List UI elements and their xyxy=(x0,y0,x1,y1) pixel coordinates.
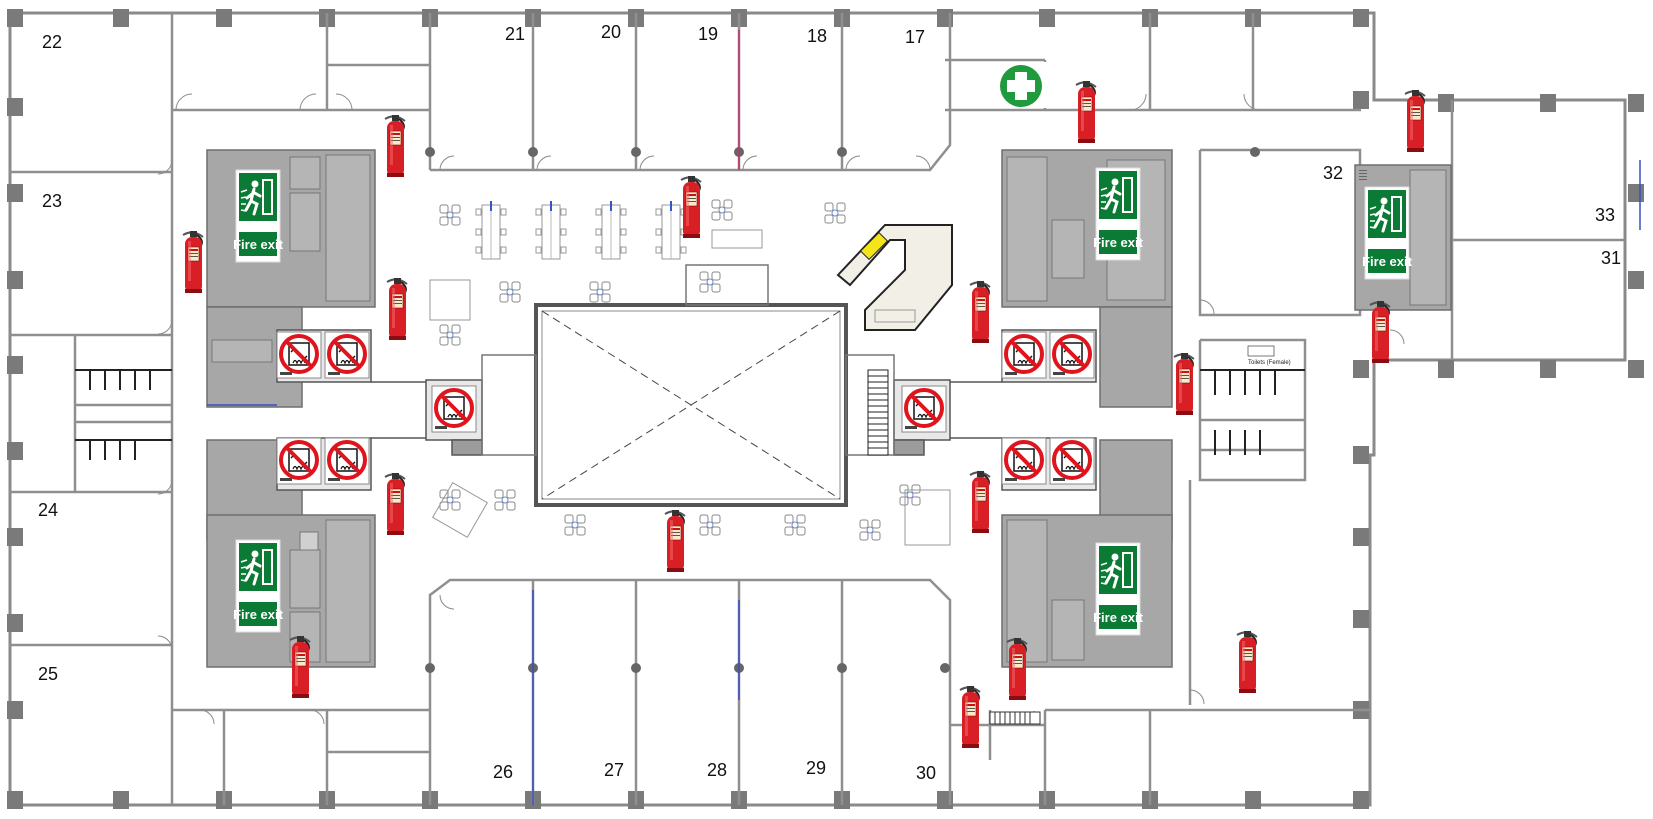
no-lift-in-fire-icon xyxy=(430,384,478,434)
no-lift-in-fire-icon xyxy=(1048,436,1096,486)
fire-extinguisher-icon xyxy=(969,470,991,534)
room-number-21: 21 xyxy=(505,24,525,44)
room-partitions xyxy=(10,13,1625,805)
no-lift-in-fire-icon xyxy=(275,330,323,380)
room-number-17: 17 xyxy=(905,27,925,47)
no-lift-in-fire-icon xyxy=(275,436,323,486)
room-number-25: 25 xyxy=(38,664,58,684)
fire-exit-label: Fire exit xyxy=(1362,254,1413,269)
no-lift-in-fire-icon xyxy=(900,384,948,434)
fire-extinguisher-icon xyxy=(959,685,981,749)
room-number-32: 32 xyxy=(1323,163,1343,183)
fire-exit-sign-top-right: Fire exit xyxy=(1093,166,1144,262)
right-toilets xyxy=(1200,345,1305,455)
no-lift-in-fire-icon xyxy=(1000,436,1048,486)
fire-extinguisher-icon xyxy=(969,280,991,344)
room-number-27: 27 xyxy=(604,760,624,780)
core-right-bottom xyxy=(1001,439,1173,668)
fire-extinguisher-icon xyxy=(384,114,406,178)
first-aid-sign xyxy=(995,62,1047,108)
fire-extinguisher-icon xyxy=(1075,80,1097,144)
fire-exit-label: Fire exit xyxy=(233,237,284,252)
room-number-19: 19 xyxy=(698,24,718,44)
wall-markers xyxy=(532,30,1641,805)
room-number-26: 26 xyxy=(493,762,513,782)
fire-extinguisher-icon xyxy=(1236,630,1258,694)
fire-exit-sign-bottom-left: Fire exit xyxy=(233,538,284,634)
fire-exit-label: Fire exit xyxy=(233,607,284,622)
fire-exit-label: Fire exit xyxy=(1093,235,1144,250)
no-lift-in-fire-icon xyxy=(323,330,371,380)
core-right-top xyxy=(1001,149,1173,408)
core-left-top xyxy=(206,149,376,408)
fire-exit-sign-far-right: Fire exit xyxy=(1362,185,1413,281)
room-number-24: 24 xyxy=(38,500,58,520)
reception-counter xyxy=(836,224,953,331)
room-number-18: 18 xyxy=(807,26,827,46)
no-lift-in-fire-icon xyxy=(1000,330,1048,380)
room-number-30: 30 xyxy=(916,763,936,783)
room-number-33: 33 xyxy=(1595,205,1615,225)
no-lift-in-fire-icon xyxy=(323,436,371,486)
fire-extinguisher-icon xyxy=(384,472,406,536)
fire-extinguisher-icon xyxy=(680,175,702,239)
room-number-23: 23 xyxy=(42,191,62,211)
fire-exit-sign-bottom-right: Fire exit xyxy=(1093,541,1144,637)
room-number-31: 31 xyxy=(1601,248,1621,268)
central-atrium xyxy=(481,264,895,507)
no-lift-in-fire-icon xyxy=(1048,330,1096,380)
room-number-20: 20 xyxy=(601,22,621,42)
bottom-right-stair xyxy=(989,711,1041,725)
fire-exit-label: Fire exit xyxy=(1093,610,1144,625)
door-swings xyxy=(157,93,1405,726)
atrium-stair xyxy=(867,369,889,456)
furniture xyxy=(429,199,951,546)
room-numbers: 22 23 24 25 21 20 19 18 17 26 27 28 29 3… xyxy=(38,22,1621,783)
room-number-29: 29 xyxy=(806,758,826,778)
room-number-28: 28 xyxy=(707,760,727,780)
fire-extinguisher-icon xyxy=(386,277,408,341)
fire-extinguisher-icon xyxy=(1173,352,1195,416)
left-toilets xyxy=(75,369,172,460)
fire-extinguisher-icon xyxy=(664,509,686,573)
toilet-sign: Toilets (Female) xyxy=(1248,360,1291,366)
fire-exit-sign-top-left: Fire exit xyxy=(233,168,284,264)
fire-extinguisher-icon xyxy=(182,230,204,294)
room-number-22: 22 xyxy=(42,32,62,52)
